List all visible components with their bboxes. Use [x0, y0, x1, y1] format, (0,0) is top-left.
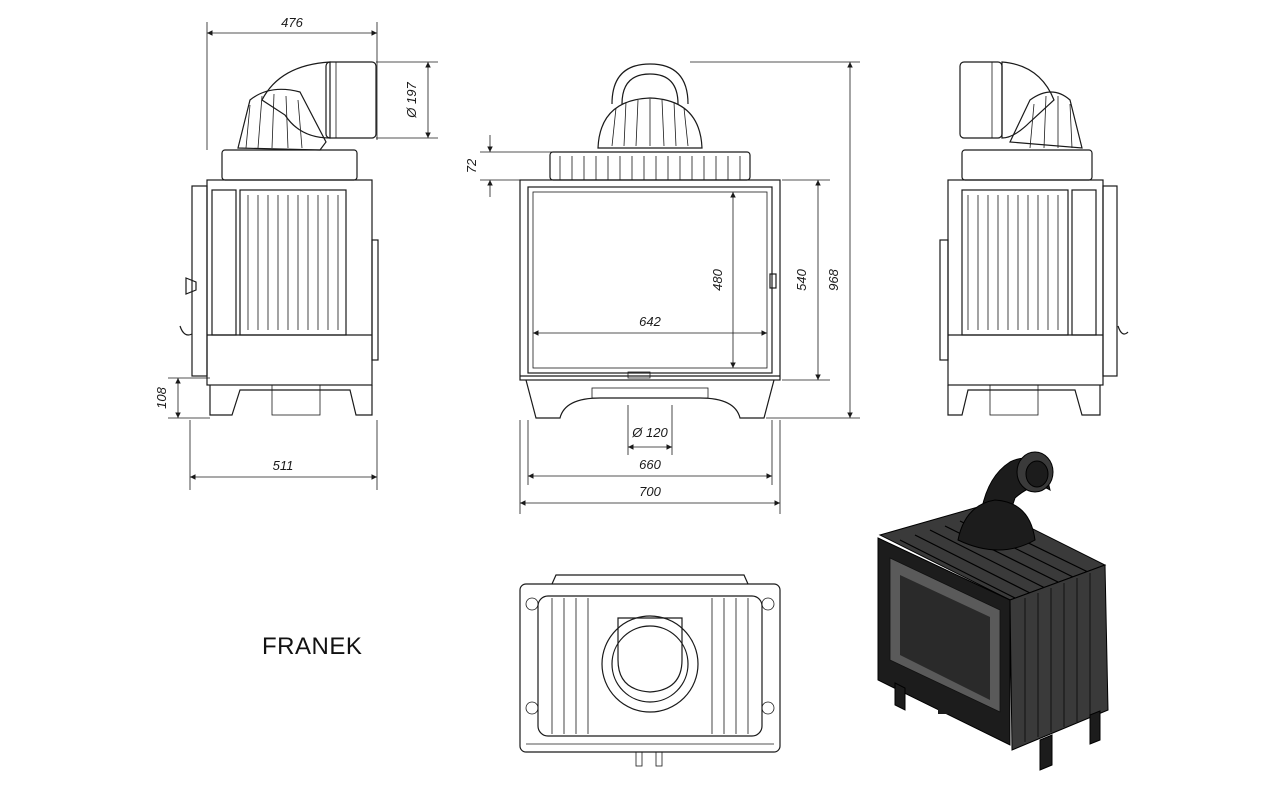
isometric-render: [877, 451, 1109, 771]
dim-side-top-width: 476: [281, 15, 303, 30]
dim-side-foot-height: 108: [154, 386, 169, 408]
dim-front-glass-width: 642: [639, 314, 661, 329]
dim-front-door-height: 540: [794, 268, 809, 290]
dim-front-glass-height: 480: [710, 268, 725, 290]
side-view-right: [939, 61, 1129, 416]
dim-front-top-offset: 72: [464, 158, 479, 173]
top-view: [519, 574, 781, 767]
side-view-left: 476 Ø 197 108 511: [154, 15, 438, 490]
dim-front-total-width: 700: [639, 484, 661, 499]
dim-side-flue-diameter: Ø 197: [404, 82, 419, 119]
model-name-label: FRANEK: [262, 633, 363, 660]
dim-front-total-height: 968: [826, 268, 841, 290]
dim-side-depth: 511: [273, 458, 294, 473]
dim-front-body-width: 660: [639, 457, 661, 472]
dim-front-air-inlet-diameter: Ø 120: [631, 425, 668, 440]
front-view: 72 480 540 968 642 Ø 120 660 700: [464, 61, 860, 514]
